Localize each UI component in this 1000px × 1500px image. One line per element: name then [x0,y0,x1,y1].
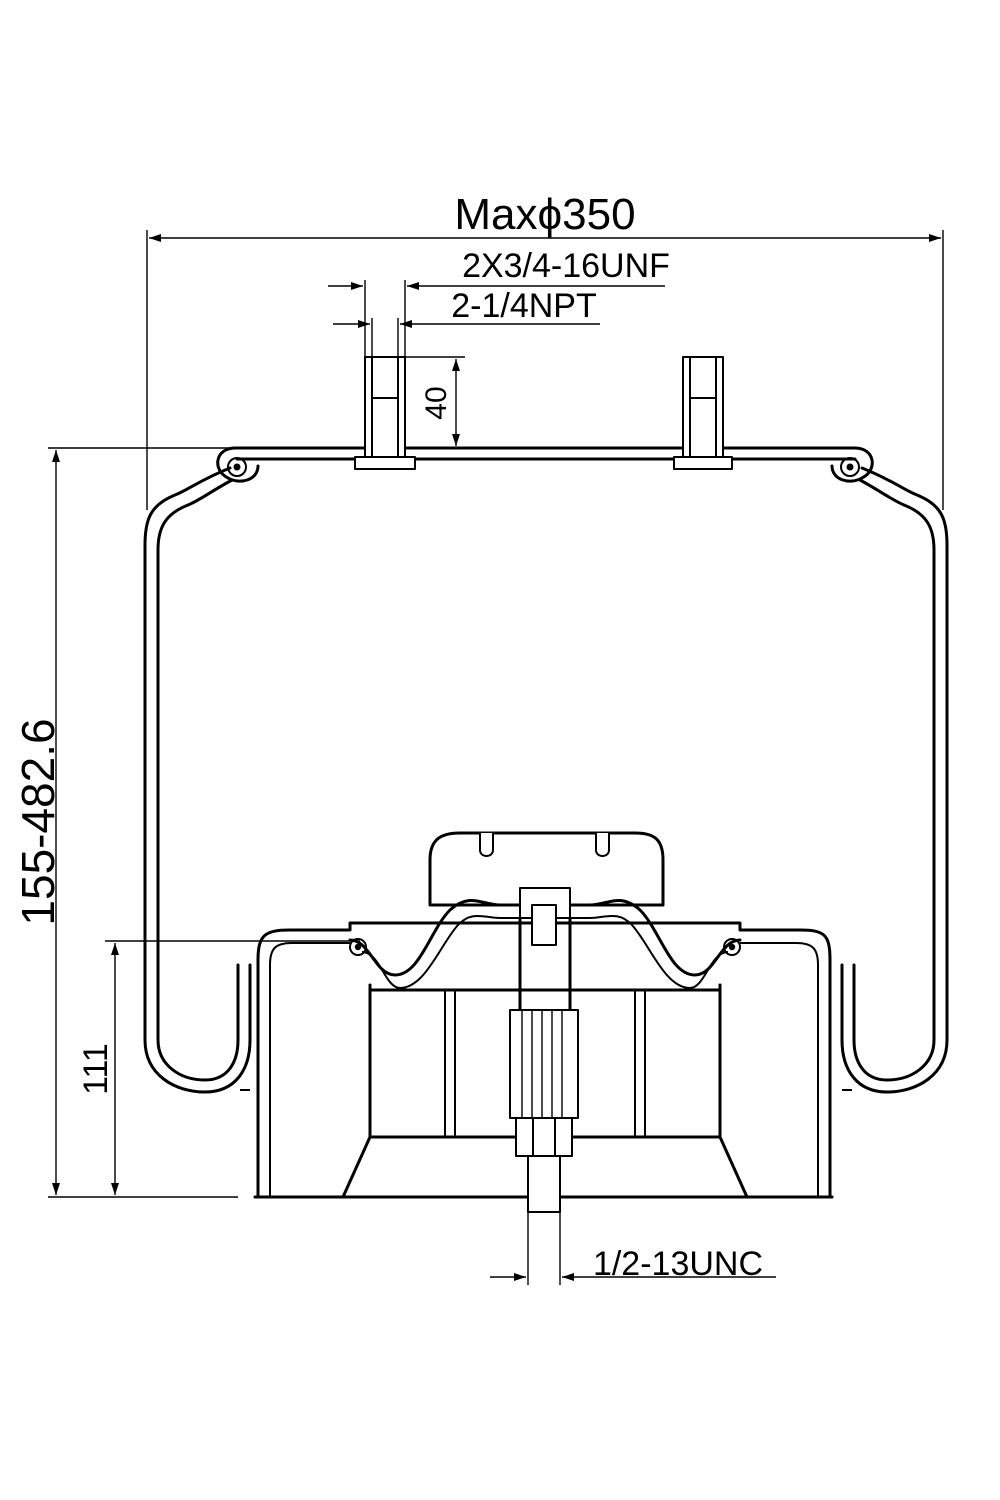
piston-height-label: 111 [77,1043,115,1095]
bumper [428,831,665,907]
right-mounting-stud [673,356,733,470]
stud-thread-label: 2X3/4-16UNF [462,247,670,285]
top-bead-plate [216,446,874,483]
max-diameter-label: Maxϕ350 [454,190,635,239]
height-range-label: 155-482.6 [12,718,64,925]
dimension-lines [48,230,944,1285]
stud-height-label: 40 [420,386,453,419]
bottom-thread-label: 1/2-13UNC [593,1245,763,1283]
air-inlet-label: 2-1/4NPT [451,287,597,325]
center-bolt [509,887,579,1213]
left-mounting-stud [354,356,416,470]
bellows [143,466,949,1094]
